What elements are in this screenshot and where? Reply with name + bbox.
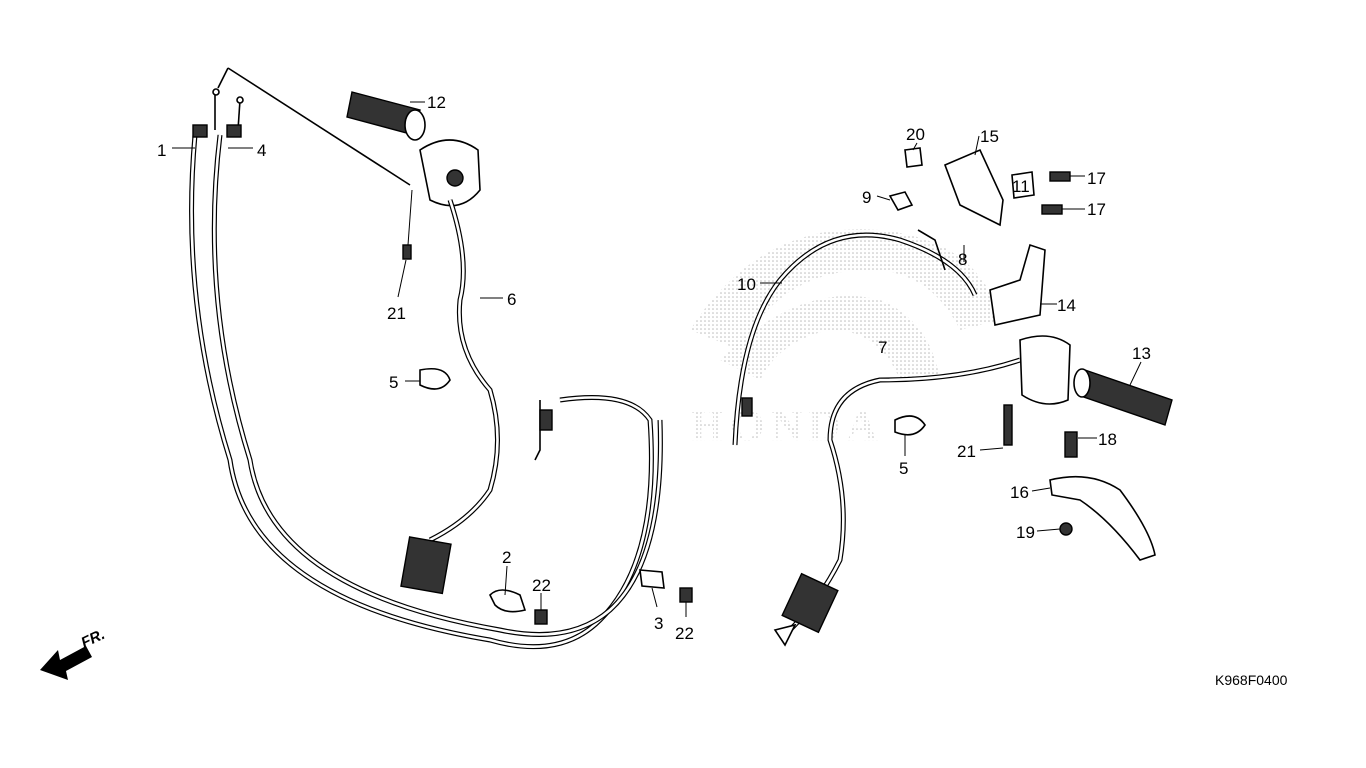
- fr-label: FR.: [79, 626, 108, 652]
- lever: [1049, 475, 1156, 561]
- left-switch-and-harness: [400, 139, 500, 595]
- throttle-cables: [189, 67, 663, 650]
- callout-22: 22: [532, 576, 551, 595]
- right-switch: [1019, 335, 1071, 405]
- callout-9: 9: [862, 188, 871, 207]
- pivot-bolt: [1064, 431, 1078, 458]
- cable-band: [639, 569, 665, 589]
- callout-4: 4: [257, 141, 266, 160]
- honda-watermark-logo: HONDA: [690, 229, 1000, 450]
- bolt-17a: [1049, 171, 1071, 182]
- callout-22: 22: [675, 624, 694, 643]
- nut: [1059, 522, 1073, 536]
- clutch-switch: [917, 229, 946, 271]
- cable-clip-left: [419, 367, 451, 390]
- bolt-17b: [1041, 204, 1063, 215]
- bolt-22a: [534, 609, 548, 625]
- callout-5: 5: [899, 459, 908, 478]
- holder-bracket: [1011, 171, 1035, 199]
- callout-3: 3: [654, 614, 663, 633]
- callout-20: 20: [906, 125, 925, 144]
- leader-lines: [172, 101, 1142, 617]
- part-20: [904, 147, 923, 168]
- callout-14: 14: [1057, 296, 1076, 315]
- callout-8: 8: [958, 250, 967, 269]
- callout-17: 17: [1087, 200, 1106, 219]
- callout-21: 21: [957, 442, 976, 461]
- bolt-22b: [679, 587, 693, 603]
- callout-21: 21: [387, 304, 406, 323]
- callout-13: 13: [1132, 344, 1151, 363]
- callout-11: 11: [1012, 177, 1030, 196]
- callout-17: 17: [1087, 169, 1106, 188]
- callout-1: 1: [157, 141, 166, 160]
- lever-holder: [989, 243, 1046, 326]
- callout-15: 15: [980, 127, 999, 146]
- cover: [943, 148, 1004, 227]
- drawing-code: K968F0400: [1215, 672, 1288, 688]
- front-direction-arrow: FR.: [40, 626, 108, 680]
- callout-19: 19: [1016, 523, 1035, 542]
- cable-clip-right: [894, 415, 926, 436]
- left-grip: [346, 91, 426, 141]
- callout-7: 7: [878, 338, 887, 357]
- right-grip: [1073, 368, 1173, 426]
- switch-9: [888, 191, 914, 211]
- callout-12: 12: [427, 93, 446, 112]
- callout-10: 10: [737, 275, 756, 294]
- callout-6: 6: [507, 290, 516, 309]
- watermark-text: HONDA: [690, 401, 884, 450]
- right-harness: [773, 357, 1021, 647]
- callout-16: 16: [1010, 483, 1029, 502]
- cable-clamp: [489, 589, 527, 613]
- callout-2: 2: [502, 548, 511, 567]
- screw-21b: [1003, 404, 1013, 446]
- callout-5: 5: [389, 373, 398, 392]
- callout-18: 18: [1098, 430, 1117, 449]
